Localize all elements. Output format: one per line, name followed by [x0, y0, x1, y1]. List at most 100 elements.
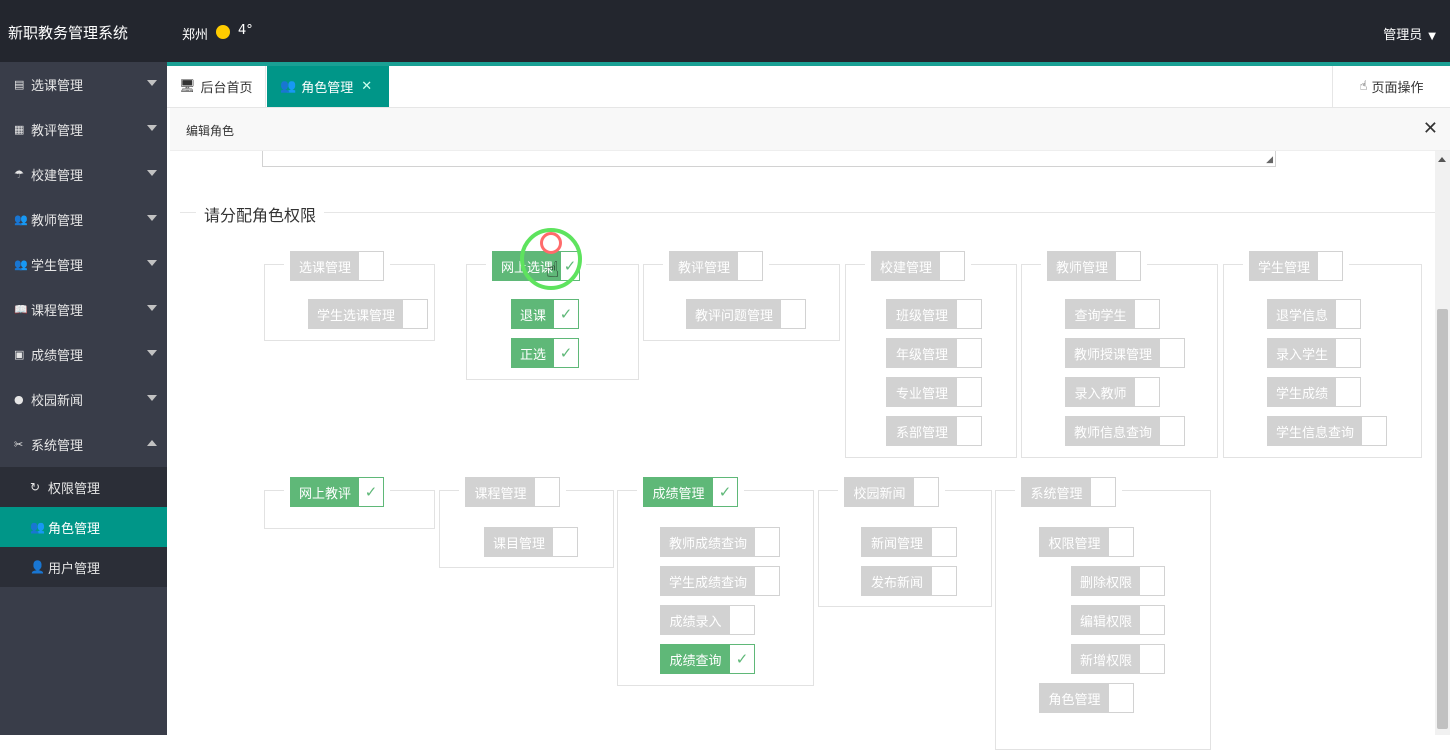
checkbox-empty[interactable] [957, 378, 981, 406]
permission-switch-child[interactable]: 查询学生 [1065, 299, 1160, 329]
sidebar-subitem-permissions[interactable]: ↻权限管理 [0, 467, 167, 507]
checkbox-empty[interactable] [914, 478, 938, 506]
permission-switch-grandchild[interactable]: 删除权限 [1071, 566, 1165, 596]
checkbox-empty[interactable] [1140, 567, 1164, 595]
close-tab-icon[interactable]: ✕ [361, 79, 373, 94]
tab-home[interactable]: 🖥后台首页 [167, 66, 266, 107]
permission-switch-child[interactable]: 教师信息查询 [1065, 416, 1185, 446]
checkbox-empty[interactable] [1091, 478, 1115, 506]
permission-switch-child[interactable]: 教评问题管理 [686, 299, 806, 329]
sidebar-item-campus-news[interactable]: ●校园新闻 [0, 377, 167, 422]
permission-switch-grandchild[interactable]: 编辑权限 [1071, 605, 1165, 635]
checkbox-empty[interactable] [932, 567, 956, 595]
checkbox-empty[interactable] [755, 528, 779, 556]
permission-switch-child[interactable]: 学生选课管理 [308, 299, 428, 329]
scroll-up-arrow-icon[interactable] [1438, 157, 1446, 162]
checkbox-empty[interactable] [957, 417, 981, 445]
checkbox-empty[interactable] [1336, 339, 1360, 367]
permission-switch-parent[interactable]: 成绩管理✓ [643, 477, 738, 507]
checkbox-empty[interactable] [738, 252, 762, 280]
checkbox-empty[interactable] [1160, 417, 1184, 445]
permission-switch-parent[interactable]: 系统管理 [1021, 477, 1116, 507]
permission-switch-parent[interactable]: 选课管理 [290, 251, 384, 281]
permission-switch-parent[interactable]: 课程管理 [465, 477, 560, 507]
checkbox-empty[interactable] [1362, 417, 1386, 445]
checkbox-empty[interactable] [1116, 252, 1140, 280]
checkbox-empty[interactable] [1140, 606, 1164, 634]
sidebar-item-teachers[interactable]: 👥教师管理 [0, 197, 167, 242]
checkbox-empty[interactable] [1318, 252, 1342, 280]
checkmark-icon[interactable]: ✓ [554, 339, 578, 367]
checkmark-icon[interactable]: ✓ [359, 478, 383, 506]
checkbox-empty[interactable] [940, 252, 964, 280]
checkbox-empty[interactable] [781, 300, 805, 328]
tab-role-management[interactable]: 👥角色管理✕ [267, 66, 389, 107]
permission-switch-child[interactable]: 角色管理 [1039, 683, 1134, 713]
permission-switch-parent[interactable]: 教师管理 [1047, 251, 1141, 281]
sidebar-item-system[interactable]: ✂系统管理 [0, 422, 167, 467]
checkbox-empty[interactable] [730, 606, 754, 634]
checkbox-empty[interactable] [535, 478, 559, 506]
sidebar-subitem-roles[interactable]: 👥角色管理 [0, 507, 167, 547]
resize-grip-icon[interactable]: ◢ [1266, 155, 1273, 165]
permission-switch-child[interactable]: 退学信息 [1267, 299, 1361, 329]
checkmark-icon[interactable]: ✓ [554, 300, 578, 328]
permission-switch-child[interactable]: 正选✓ [511, 338, 579, 368]
permission-switch-parent[interactable]: 校园新闻 [844, 477, 939, 507]
permission-switch-parent[interactable]: 教评管理 [669, 251, 763, 281]
permission-switch-child[interactable]: 录入教师 [1065, 377, 1160, 407]
permission-switch-child[interactable]: 教师授课管理 [1065, 338, 1185, 368]
close-icon[interactable]: ✕ [1422, 118, 1438, 139]
permission-switch-parent[interactable]: 网上教评✓ [290, 477, 384, 507]
checkbox-empty[interactable] [1336, 378, 1360, 406]
sidebar-item-students[interactable]: 👥学生管理 [0, 242, 167, 287]
sidebar-item-label: 校园新闻 [31, 394, 84, 409]
permission-switch-child[interactable]: 学生成绩查询 [660, 566, 780, 596]
user-menu[interactable]: 管理员▼ [1383, 24, 1436, 43]
checkmark-icon[interactable]: ✓ [730, 645, 754, 673]
sidebar-item-teaching-evaluation[interactable]: ▦教评管理 [0, 107, 167, 152]
checkbox-empty[interactable] [1135, 378, 1159, 406]
checkbox-empty[interactable] [957, 300, 981, 328]
permission-switch-child[interactable]: 学生信息查询 [1267, 416, 1387, 446]
permission-switch-child[interactable]: 年级管理 [886, 338, 982, 368]
checkbox-empty[interactable] [1135, 300, 1159, 328]
description-textarea[interactable]: ◢ [262, 151, 1276, 167]
permission-switch-child[interactable]: 学生成绩 [1267, 377, 1361, 407]
permission-switch-child[interactable]: 成绩录入 [660, 605, 755, 635]
scrollbar[interactable] [1435, 151, 1450, 735]
checkbox-empty[interactable] [1140, 645, 1164, 673]
permission-switch-grandchild[interactable]: 新增权限 [1071, 644, 1165, 674]
checkbox-empty[interactable] [755, 567, 779, 595]
checkbox-empty[interactable] [1336, 300, 1360, 328]
sidebar-item-campus-build[interactable]: ☂校建管理 [0, 152, 167, 197]
sidebar-item-grades[interactable]: ▣成绩管理 [0, 332, 167, 377]
permission-switch-child[interactable]: 发布新闻 [861, 566, 957, 596]
permission-switch-child[interactable]: 退课✓ [511, 299, 579, 329]
permission-switch-child[interactable]: 专业管理 [886, 377, 982, 407]
permission-switch-child[interactable]: 成绩查询✓ [660, 644, 755, 674]
permission-switch-child[interactable]: 录入学生 [1267, 338, 1361, 368]
sidebar-item-courses[interactable]: 📖课程管理 [0, 287, 167, 332]
checkbox-empty[interactable] [932, 528, 956, 556]
checkbox-empty[interactable] [553, 528, 577, 556]
page-operations-button[interactable]: ☝页面操作 [1332, 66, 1450, 107]
permission-switch-child[interactable]: 权限管理 [1039, 527, 1134, 557]
checkmark-icon[interactable]: ✓ [713, 478, 737, 506]
permission-switch-child[interactable]: 教师成绩查询 [660, 527, 780, 557]
checkbox-empty[interactable] [1109, 684, 1133, 712]
permission-switch-parent[interactable]: 学生管理 [1249, 251, 1343, 281]
sidebar-subitem-users[interactable]: 👤用户管理 [0, 547, 167, 587]
checkbox-empty[interactable] [957, 339, 981, 367]
permission-switch-child[interactable]: 新闻管理 [861, 527, 957, 557]
sidebar-item-course-selection[interactable]: ▤选课管理 [0, 62, 167, 107]
checkbox-empty[interactable] [1109, 528, 1133, 556]
checkbox-empty[interactable] [359, 252, 383, 280]
permission-switch-child[interactable]: 系部管理 [886, 416, 982, 446]
permission-switch-parent[interactable]: 校建管理 [871, 251, 965, 281]
permission-switch-child[interactable]: 课目管理 [484, 527, 578, 557]
checkbox-empty[interactable] [1160, 339, 1184, 367]
scrollbar-thumb[interactable] [1437, 309, 1448, 729]
checkbox-empty[interactable] [403, 300, 427, 328]
permission-switch-child[interactable]: 班级管理 [886, 299, 982, 329]
